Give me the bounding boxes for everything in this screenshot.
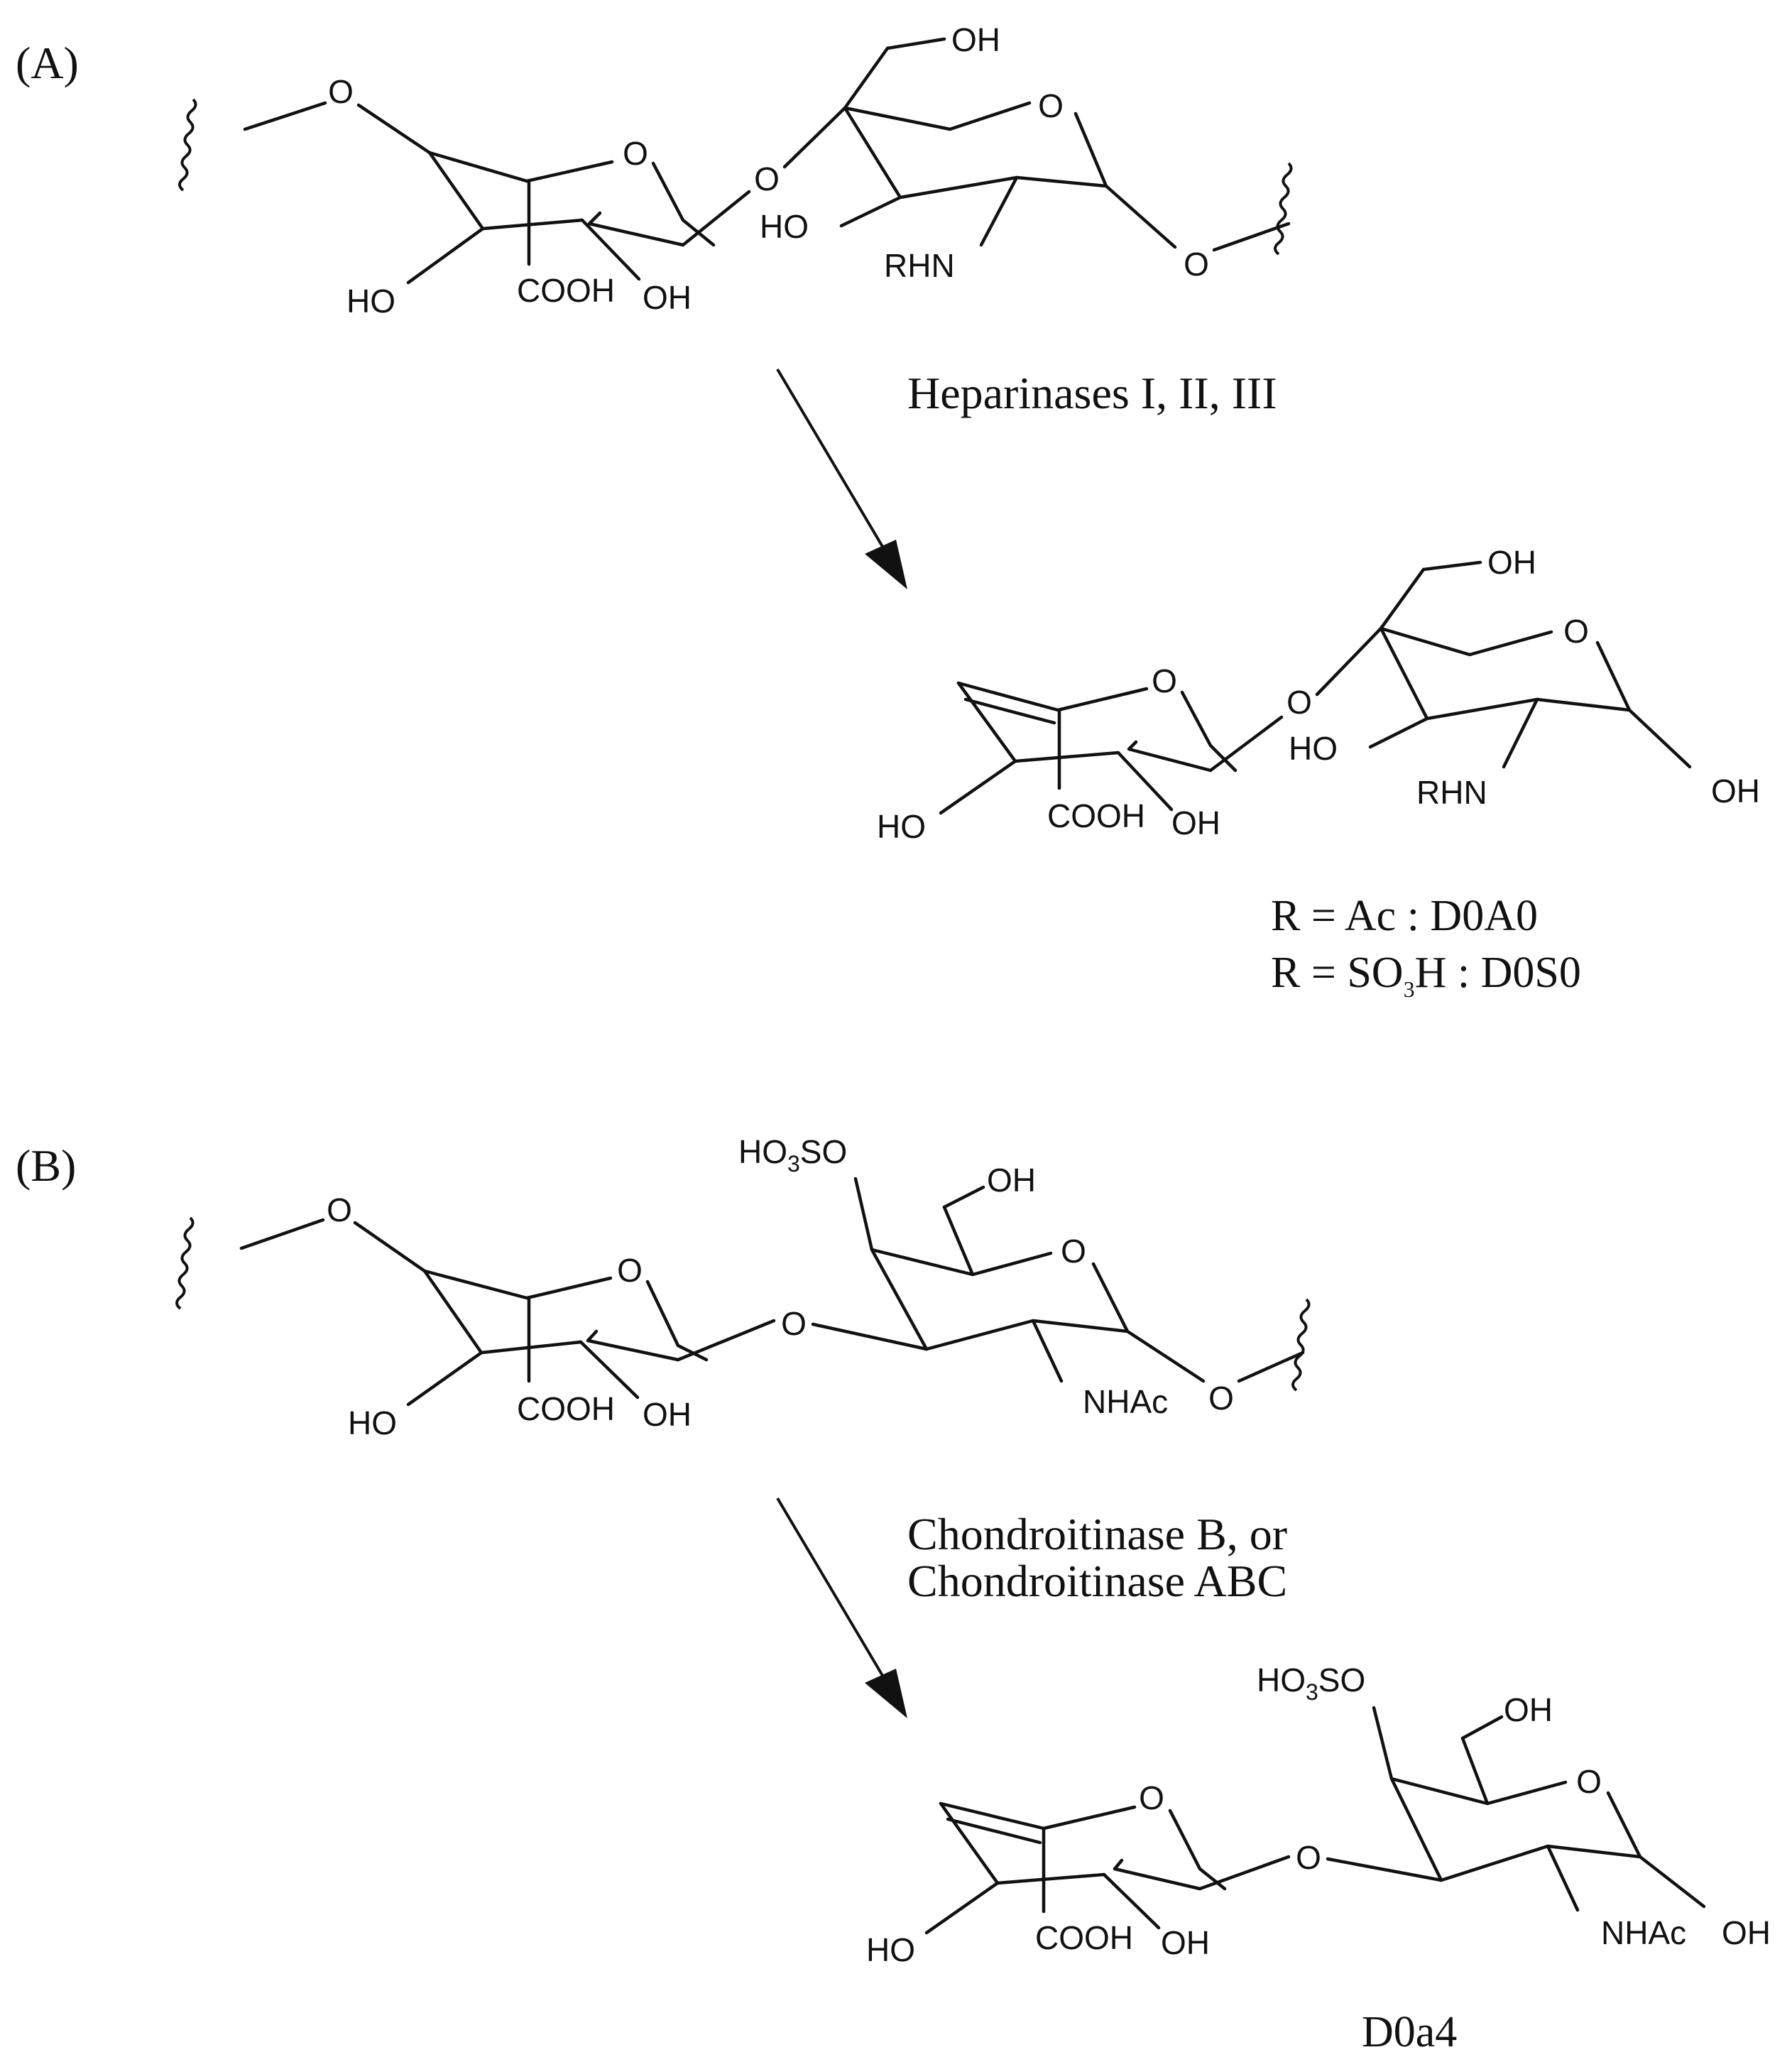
atom-o-ring-glcn: O xyxy=(1038,87,1064,124)
atom-oh-c6: OH xyxy=(987,1162,1036,1199)
atom-rhn: RHN xyxy=(1416,774,1487,811)
atom-o-glycosidic-left: O xyxy=(328,73,354,110)
enzyme-label-b-line-1: Chondroitinase B, or xyxy=(907,1509,1287,1559)
atom-ho-uronic: HO xyxy=(348,1404,397,1441)
panel-b-substrate: O O O O O HO3SO OH NHAc HO COOH OH xyxy=(175,1133,1311,1441)
atom-cooh: COOH xyxy=(517,272,615,309)
atom-o-ring-uronic: O xyxy=(617,1252,643,1289)
atom-o-glycosidic-left: O xyxy=(327,1191,352,1228)
atom-ho-c3: HO xyxy=(1289,730,1338,767)
panel-a-product: O O O OH HO RHN OH HO COOH OH xyxy=(877,544,1760,845)
atom-oh-c6: OH xyxy=(1504,1691,1553,1728)
atom-oh-anomeric: OH xyxy=(1722,1914,1771,1951)
r-definition-ac: R = Ac : D0A0 xyxy=(1271,892,1538,940)
atom-nhac: NHAc xyxy=(1601,1914,1686,1951)
panel-b-product: O O O HO3SO OH NHAc OH HO COOH OH xyxy=(866,1662,1771,1968)
atom-ho-delta: HO xyxy=(877,808,926,845)
panel-b-label: (B) xyxy=(16,1140,76,1191)
atom-ho-delta: HO xyxy=(866,1931,915,1968)
wavy-bond-left xyxy=(178,98,197,192)
atom-o-glycosidic: O xyxy=(754,160,780,197)
atom-rhn: RHN xyxy=(884,247,955,284)
enzyme-label-b-line-2: Chondroitinase ABC xyxy=(907,1556,1287,1606)
atom-o-ring-glcn: O xyxy=(1563,613,1589,650)
wavy-bond-left xyxy=(175,1216,195,1310)
reaction-arrow-a xyxy=(776,368,907,589)
atom-ho-uronic: HO xyxy=(346,283,395,320)
panel-a-label: (A) xyxy=(16,38,79,88)
reaction-arrow-b xyxy=(776,1497,907,1718)
atom-o-glycosidic: O xyxy=(781,1305,807,1342)
atom-o-glycosidic: O xyxy=(1286,684,1312,721)
enzyme-label-a: Heparinases I, II, III xyxy=(907,368,1277,418)
atom-o-glycosidic-right: O xyxy=(1208,1380,1234,1417)
atom-oh-uronic: OH xyxy=(643,279,692,316)
atom-o-glycosidic-right: O xyxy=(1184,246,1209,283)
r-definition-so3h: R = SO3H : D0S0 xyxy=(1271,949,1581,1002)
wavy-bond-right xyxy=(1274,162,1293,256)
atom-o-ring-galnac: O xyxy=(1576,1763,1602,1800)
panel-a-substrate: O O O O O OH HO RHN HO COOH OH xyxy=(178,21,1293,320)
atom-o-glycosidic: O xyxy=(1296,1839,1321,1876)
atom-nhac: NHAc xyxy=(1083,1383,1168,1420)
atom-o-ring-delta: O xyxy=(1139,1779,1164,1816)
atom-cooh: COOH xyxy=(517,1390,615,1427)
atom-o-ring-galnac: O xyxy=(1061,1233,1086,1270)
atom-oh-c6: OH xyxy=(1487,544,1536,581)
atom-oh-c6: OH xyxy=(951,21,1000,58)
atom-ho-c3: HO xyxy=(760,208,809,245)
atom-oh-delta: OH xyxy=(1161,1924,1210,1961)
product-name-d0a4: D0a4 xyxy=(1362,2008,1457,2056)
atom-cooh: COOH xyxy=(1047,797,1145,834)
atom-ho3so: HO3SO xyxy=(1257,1662,1365,1705)
atom-oh-delta: OH xyxy=(1171,804,1220,841)
wavy-bond-right xyxy=(1291,1298,1311,1392)
atom-o-ring-uronic: O xyxy=(623,135,648,172)
atom-oh-anomeric: OH xyxy=(1711,773,1760,809)
atom-cooh: COOH xyxy=(1035,1919,1133,1956)
atom-o-ring-delta: O xyxy=(1152,662,1177,699)
atom-oh-uronic: OH xyxy=(643,1396,692,1433)
atom-ho3so: HO3SO xyxy=(738,1133,847,1177)
